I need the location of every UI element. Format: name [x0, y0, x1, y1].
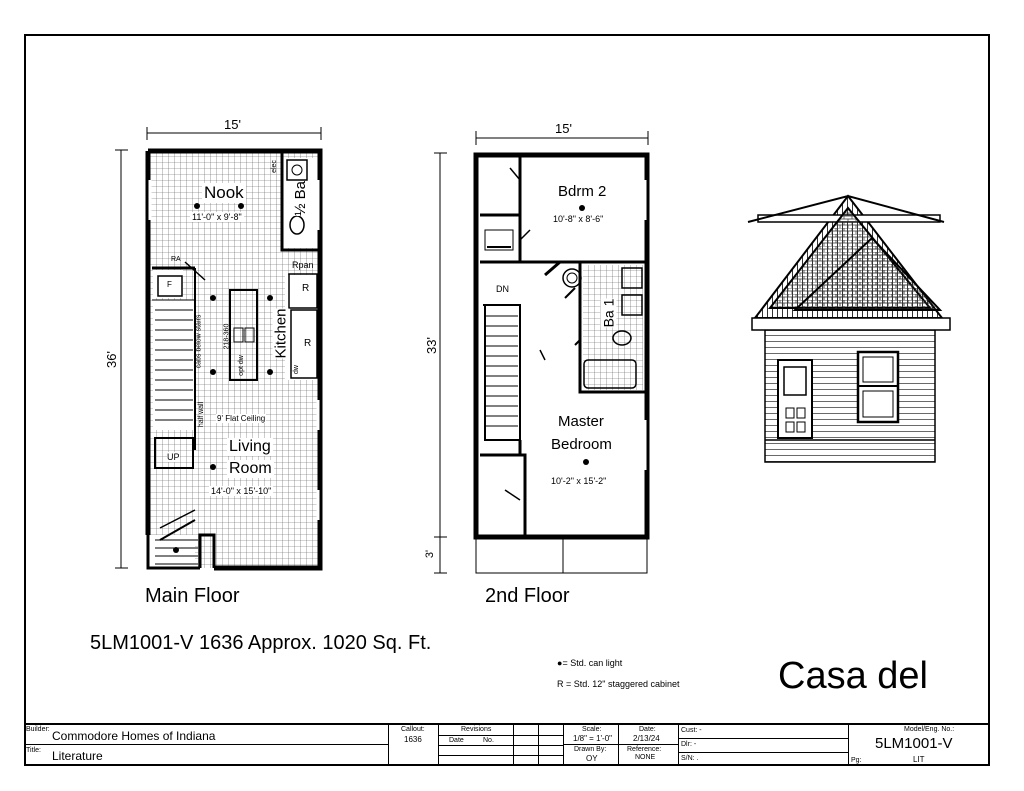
second-depth-label: 33' [423, 337, 439, 354]
legend-cabinet: R = Std. 12" staggered cabinet [557, 679, 680, 689]
tb-cust-cell: Cust: - Dlr: - S/N: . [679, 725, 849, 766]
sink-size-note: 218-360 [223, 323, 231, 350]
bedroom-label: Bedroom [551, 436, 612, 453]
tb-reference-label: Reference: [627, 746, 662, 753]
tb-scale-label: Scale: [582, 726, 602, 733]
living-size: 14'-0" x 15'-10" [209, 486, 274, 496]
legend-can-light: ●= Std. can light [557, 658, 623, 668]
fridge-note: F [167, 280, 172, 289]
cabs-note: cabs below stairs [195, 314, 203, 369]
tb-cust-label: Cust: - [681, 727, 702, 734]
tb-title-label: Title: [26, 747, 41, 754]
second-floor-can-lights [579, 205, 589, 465]
second-depth-dimension [434, 152, 447, 574]
tb-builder-label: Builder: [26, 726, 50, 733]
second-width-label: 15' [555, 121, 572, 136]
model-description: 5LM1001-V 1636 Approx. 1020 Sq. Ft. [90, 632, 432, 654]
tb-date-cell: Date: 2/13/24 Reference: NONE [619, 725, 679, 766]
r-note-1: R [302, 283, 310, 294]
kitchen-label: Kitchen [272, 308, 290, 359]
room-label: Room [227, 460, 274, 478]
title-block: Builder: Commodore Homes of Indiana Titl… [24, 723, 990, 766]
tb-scale-cell: Scale: 1/8" = 1'-0" Drawn By: OY [564, 725, 619, 766]
flat-ceiling-note: 9' Flat Ceiling [216, 414, 267, 423]
main-floor-caption: Main Floor [145, 585, 240, 607]
tb-date2: 2/13/24 [633, 734, 660, 743]
ra-note: RA [171, 256, 181, 263]
tb-reference: NONE [635, 754, 656, 761]
tb-model-cell: Model/Eng. No.: 5LM1001-V Pg: LIT [849, 725, 990, 766]
second-width-dimension [475, 131, 649, 145]
main-width-dimension [146, 127, 322, 140]
legend-can-light-text: = Std. can light [562, 658, 623, 668]
tb-drawn: OY [586, 754, 598, 763]
dw-note: dw [292, 365, 300, 374]
rpan-note: Rpan [292, 260, 314, 270]
up-note: UP [167, 452, 180, 462]
half-wall-note: half wall [198, 401, 206, 428]
tb-callout-cell: Callout: 1636 [389, 725, 439, 766]
master-label: Master [558, 413, 604, 430]
main-floor-walls [145, 148, 323, 571]
front-elevation [747, 194, 951, 463]
opt-dw-note: opt dw [237, 355, 245, 376]
bath-tile [583, 265, 643, 390]
master-size: 10'-2" x 15'-2" [551, 476, 607, 486]
tb-pg-label: Pg: [851, 757, 862, 764]
tb-revisions-label: Revisions [461, 726, 492, 733]
main-depth-dimension [115, 149, 128, 569]
tb-no-label: No. [483, 737, 494, 744]
tb-model-eng-label: Model/Eng. No.: [904, 726, 955, 733]
tb-date2-label: Date: [639, 726, 656, 733]
tb-drawn-label: Drawn By: [574, 746, 607, 753]
bath1-label: Ba 1 [600, 298, 617, 328]
dn-note: DN [496, 284, 509, 294]
porch-depth-label: 3' [424, 549, 437, 559]
r-note-2: R [304, 338, 312, 349]
tb-builder: Commodore Homes of Indiana [52, 729, 216, 743]
nook-label: Nook [202, 183, 246, 203]
tb-date-label: Date [449, 737, 464, 744]
half-bath-label: ½ Ba [292, 180, 310, 217]
tb-sn-label: S/N: . [681, 755, 699, 762]
tb-scale: 1/8" = 1'-0" [573, 734, 613, 743]
tb-pg: LIT [913, 755, 925, 764]
tb-title: Literature [52, 749, 103, 763]
main-width-label: 15' [224, 117, 241, 132]
main-depth-label: 36' [103, 351, 119, 368]
model-name: Casa del [778, 655, 928, 697]
tb-model-eng: 5LM1001-V [875, 735, 953, 752]
second-floor-walls [473, 152, 650, 574]
living-label: Living [227, 438, 273, 456]
tb-builder-cell: Builder: Commodore Homes of Indiana Titl… [24, 725, 389, 766]
tb-dlr-label: Dlr: - [681, 741, 697, 748]
tb-callout: 1636 [404, 735, 422, 744]
nook-size: 11'-0" x 9'-8" [190, 212, 244, 222]
bdrm2-label: Bdrm 2 [558, 183, 607, 200]
bdrm2-size: 10'-8" x 8'-6" [553, 214, 604, 224]
elec-note: elec [270, 160, 278, 173]
second-floor-caption: 2nd Floor [485, 585, 570, 607]
drawing-sheet [24, 34, 990, 766]
tb-revisions-cell: Revisions Date No. [439, 725, 514, 766]
tb-callout-label: Callout: [401, 726, 425, 733]
